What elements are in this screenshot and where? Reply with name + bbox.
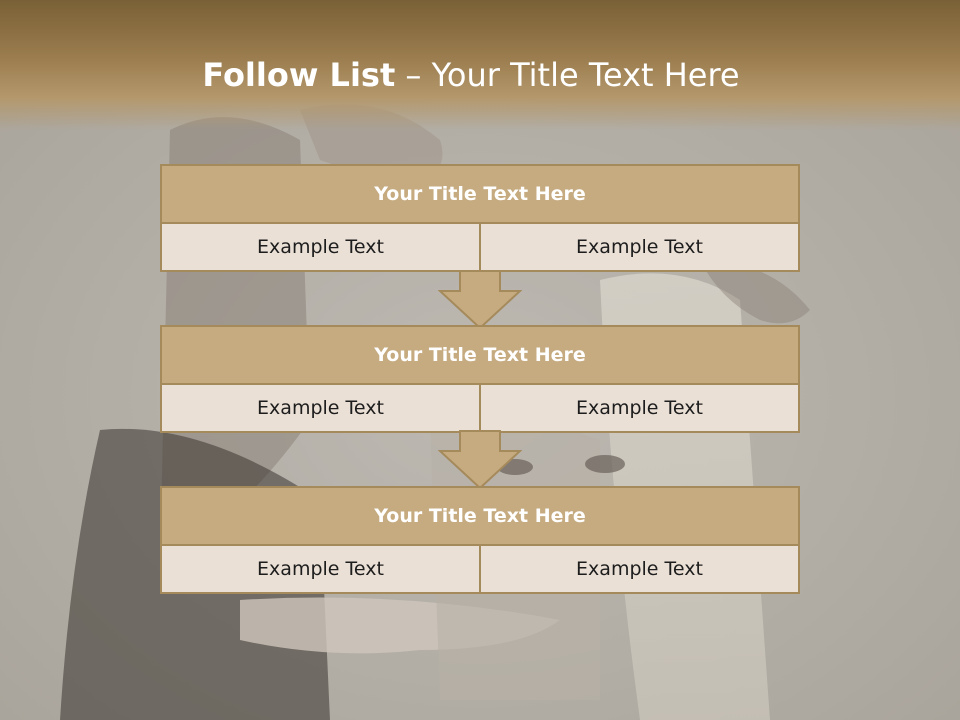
step-cell-left: Example Text bbox=[162, 385, 481, 431]
step-row: Example Text Example Text bbox=[162, 546, 798, 592]
slide-title-rest: – Your Title Text Here bbox=[395, 56, 740, 94]
step-title: Your Title Text Here bbox=[162, 488, 798, 546]
step-title: Your Title Text Here bbox=[162, 166, 798, 224]
step-cell-left: Example Text bbox=[162, 546, 481, 592]
step-box-3: Your Title Text Here Example Text Exampl… bbox=[160, 486, 800, 594]
step-title: Your Title Text Here bbox=[162, 327, 798, 385]
step-box-2: Your Title Text Here Example Text Exampl… bbox=[160, 325, 800, 433]
title-band bbox=[0, 0, 960, 130]
step-cell-right: Example Text bbox=[576, 397, 703, 419]
slide-title: Follow List – Your Title Text Here bbox=[0, 52, 942, 98]
step-box-1: Your Title Text Here Example Text Exampl… bbox=[160, 164, 800, 272]
step-row: Example Text Example Text bbox=[162, 385, 798, 431]
step-row: Example Text Example Text bbox=[162, 224, 798, 270]
step-cell-right: Example Text bbox=[576, 236, 703, 258]
down-arrow-icon bbox=[438, 270, 522, 330]
step-cell-left: Example Text bbox=[162, 224, 481, 270]
down-arrow-icon bbox=[438, 430, 522, 490]
slide-title-bold: Follow List bbox=[202, 56, 396, 94]
step-cell-right: Example Text bbox=[576, 558, 703, 580]
